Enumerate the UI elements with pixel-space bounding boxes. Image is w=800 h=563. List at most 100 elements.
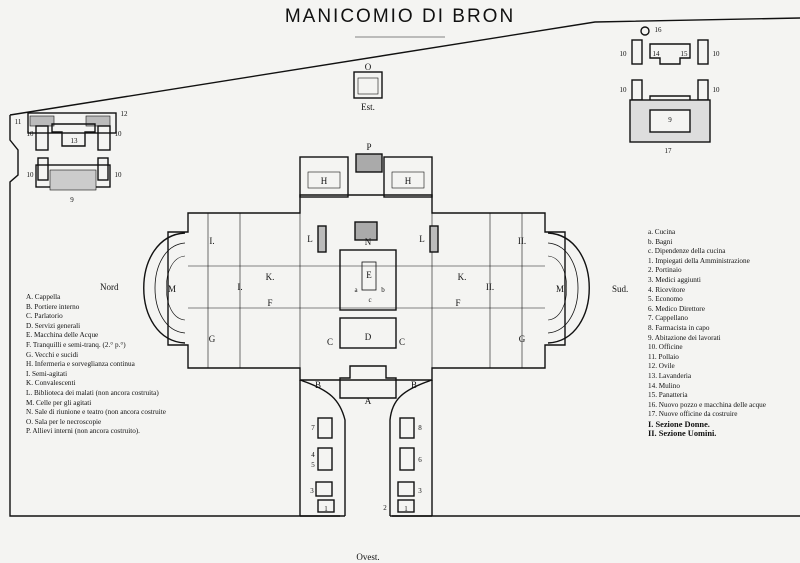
lower-court xyxy=(299,379,433,516)
legend-item: M. Celle per gli agitati xyxy=(26,398,92,407)
legend-item: 10. Officine xyxy=(648,343,683,352)
label-8: 8 xyxy=(418,424,422,432)
legend-left: A. Cappella B. Portiere interno C. Parla… xyxy=(26,293,166,437)
legend-item: 6. Medico Direttore xyxy=(648,304,705,313)
legend-item: N. Sale di riunione e teatro (non ancora… xyxy=(26,408,166,417)
building-N xyxy=(354,221,378,241)
label-3-right: 3 xyxy=(418,487,422,495)
building-E xyxy=(361,261,377,291)
label-H-right: H xyxy=(405,176,412,186)
boundary-wall xyxy=(9,17,800,517)
legend-right: a. Cucina b. Bagni c. Dipendenze della c… xyxy=(648,228,766,439)
label-10-d: 10 xyxy=(115,171,123,179)
label-I-left-b: I. xyxy=(237,282,242,292)
legend-item: B. Portiere interno xyxy=(26,302,80,311)
label-M-left: M xyxy=(168,284,176,294)
label-B-right: B xyxy=(411,380,417,390)
wing-H-right xyxy=(383,156,433,198)
label-13: 13 xyxy=(71,137,79,145)
label-10-e: 10 xyxy=(620,50,628,58)
label-6: 6 xyxy=(418,456,422,464)
house-8 xyxy=(399,417,415,439)
legend-item: 9. Abitazione dei lavorati xyxy=(648,333,721,342)
legend-item: 17. Nuove officine da costruire xyxy=(648,410,738,419)
legend-item: 7. Cappellano xyxy=(648,314,688,323)
legend-item: A. Cappella xyxy=(26,293,61,301)
label-9-left: 9 xyxy=(70,196,74,204)
label-II-right-a: II. xyxy=(518,236,526,246)
legend-item: L. Biblioteca dei malati (non ancora cos… xyxy=(26,388,159,397)
label-17: 17 xyxy=(665,147,673,155)
building-P xyxy=(355,153,383,173)
label-4: 4 xyxy=(311,451,315,459)
legend-item: 5. Economo xyxy=(648,295,683,304)
house-3-left xyxy=(315,481,333,497)
label-10-h: 10 xyxy=(713,86,721,94)
label-C-right: C xyxy=(399,337,405,347)
label-B-left: B xyxy=(315,380,321,390)
legend-item: 2. Portinaio xyxy=(648,266,682,275)
house-7 xyxy=(317,417,333,439)
label-south: Sud. xyxy=(612,284,629,294)
label-H-left: H xyxy=(321,176,328,186)
well-16 xyxy=(640,26,650,36)
legend-item: P. Allievi interni (non ancora costruito… xyxy=(26,427,140,436)
label-E: E xyxy=(366,270,372,280)
legend-item: G. Vecchi e sucidi xyxy=(26,350,79,359)
label-15: 15 xyxy=(681,50,689,58)
legend-item: 14. Mulino xyxy=(648,381,680,390)
legend-item: 4. Ricevitore xyxy=(648,285,686,294)
house-6 xyxy=(399,447,415,471)
legend-item: a. Cucina xyxy=(648,228,676,236)
label-7: 7 xyxy=(311,424,315,432)
legend-item: 3. Medici aggiunti xyxy=(648,275,701,284)
label-G-left: G xyxy=(209,334,216,344)
legend-item: b. Bagni xyxy=(648,237,673,246)
label-11: 11 xyxy=(15,118,22,126)
label-II-right-b: II. xyxy=(486,282,494,292)
label-1-right: 1 xyxy=(404,505,408,513)
label-2: 2 xyxy=(383,504,387,512)
legend-item: D. Servizi generali xyxy=(26,321,81,330)
label-10-c: 10 xyxy=(27,171,35,179)
legend-item: I. Semi-agitati xyxy=(26,369,68,378)
label-A: A xyxy=(365,396,372,406)
cells-M-left xyxy=(143,232,186,344)
legend-section-women: I. Sezione Donne. xyxy=(648,419,710,429)
label-16: 16 xyxy=(655,26,663,34)
gatehouse-1-right xyxy=(397,499,415,513)
label-M-right: M xyxy=(556,284,564,294)
label-L-right: L xyxy=(419,234,425,244)
legend-item: F. Tranquilli e semi-tranq. (2.° p.°) xyxy=(26,340,126,349)
cells-M-right xyxy=(547,232,590,344)
label-D: D xyxy=(365,332,372,342)
legend-item: K. Convalescenti xyxy=(26,379,76,388)
outbuilding-13 xyxy=(51,123,96,147)
legend-item: 16. Nuovo pozzo e macchina delle acque xyxy=(648,400,766,409)
label-west: Ovest. xyxy=(356,552,379,562)
label-L-left: L xyxy=(307,234,313,244)
label-east: Est. xyxy=(361,102,375,112)
gatehouse-1-left xyxy=(317,499,335,513)
label-5: 5 xyxy=(311,461,315,469)
legend-item: 8. Farmacista in capo xyxy=(648,323,710,332)
label-C-left: C xyxy=(327,337,333,347)
legend-item: O. Sala per le necroscopie xyxy=(26,417,102,426)
chapel-A xyxy=(339,365,397,399)
label-G-right: G xyxy=(519,334,526,344)
label-north: Nord xyxy=(100,282,119,292)
label-1-left: 1 xyxy=(324,505,328,513)
building-D xyxy=(339,317,397,349)
label-14: 14 xyxy=(653,50,661,58)
label-12: 12 xyxy=(121,110,129,118)
label-F-right: F xyxy=(455,298,460,308)
legend-item: E. Macchina delle Acque xyxy=(26,331,99,340)
wing-H-left xyxy=(299,156,349,198)
label-b: b xyxy=(381,286,385,294)
outbuilding-14-15 xyxy=(649,43,691,65)
house-4-5 xyxy=(317,447,333,471)
library-L-right xyxy=(429,225,439,253)
label-K-right: K. xyxy=(458,272,467,282)
label-c: c xyxy=(368,296,371,304)
